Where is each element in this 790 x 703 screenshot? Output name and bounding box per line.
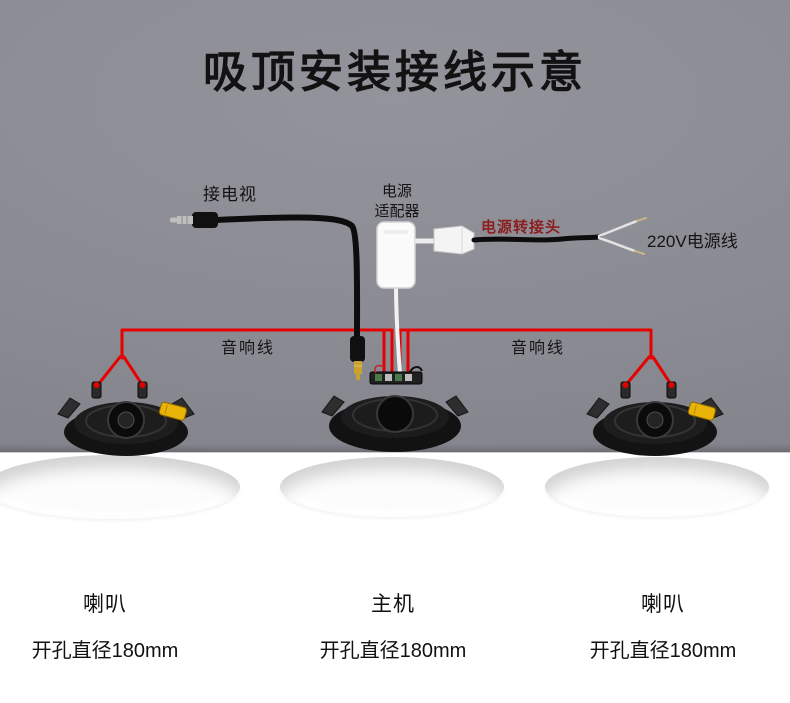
main-unit-image (321, 364, 469, 452)
adapter-label-line2: 适配器 (374, 202, 420, 220)
speaker-wire-label-left: 音响线 (220, 340, 275, 357)
yellow-connector-left (158, 401, 187, 421)
device-hole-right: 开孔直径180mm (589, 640, 737, 662)
speaker-right-image (586, 381, 724, 456)
yellow-connector-right (687, 401, 716, 421)
ceiling-hole-center (280, 457, 504, 517)
speaker-wire-left-lines (95, 328, 394, 388)
adapter-output-cable (394, 285, 402, 375)
device-hole-left: 开孔直径180mm (31, 640, 179, 662)
tv-label: 接电视 (203, 185, 257, 204)
speaker-left-image (57, 381, 195, 456)
ceiling-hole-right (545, 457, 769, 517)
power-cord-label: 220V电源线 (647, 232, 738, 251)
device-hole-center: 开孔直径180mm (319, 640, 467, 662)
ceiling-hole-left (0, 455, 240, 519)
adapter-label: 电源 适配器 (366, 182, 428, 221)
page-title: 吸顶安装接线示意 (203, 48, 587, 97)
power-adapter-image (376, 221, 416, 289)
device-name-left: 喇叭 (83, 593, 127, 616)
converter-label: 电源转接头 (481, 219, 562, 236)
audio-cable (213, 214, 361, 341)
speaker-wire-label-right: 音响线 (510, 340, 565, 357)
device-name-center: 主机 (371, 593, 415, 616)
device-name-right: 喇叭 (641, 593, 685, 616)
power-cord (471, 234, 602, 243)
power-cord-stripped-ends (597, 217, 647, 255)
audio-plug-tv (170, 212, 218, 228)
wiring-diagram-graphic (57, 212, 724, 456)
audio-plug-main (350, 336, 365, 380)
power-converter-plug-image (433, 225, 475, 255)
adapter-label-line1: 电源 (381, 183, 412, 200)
